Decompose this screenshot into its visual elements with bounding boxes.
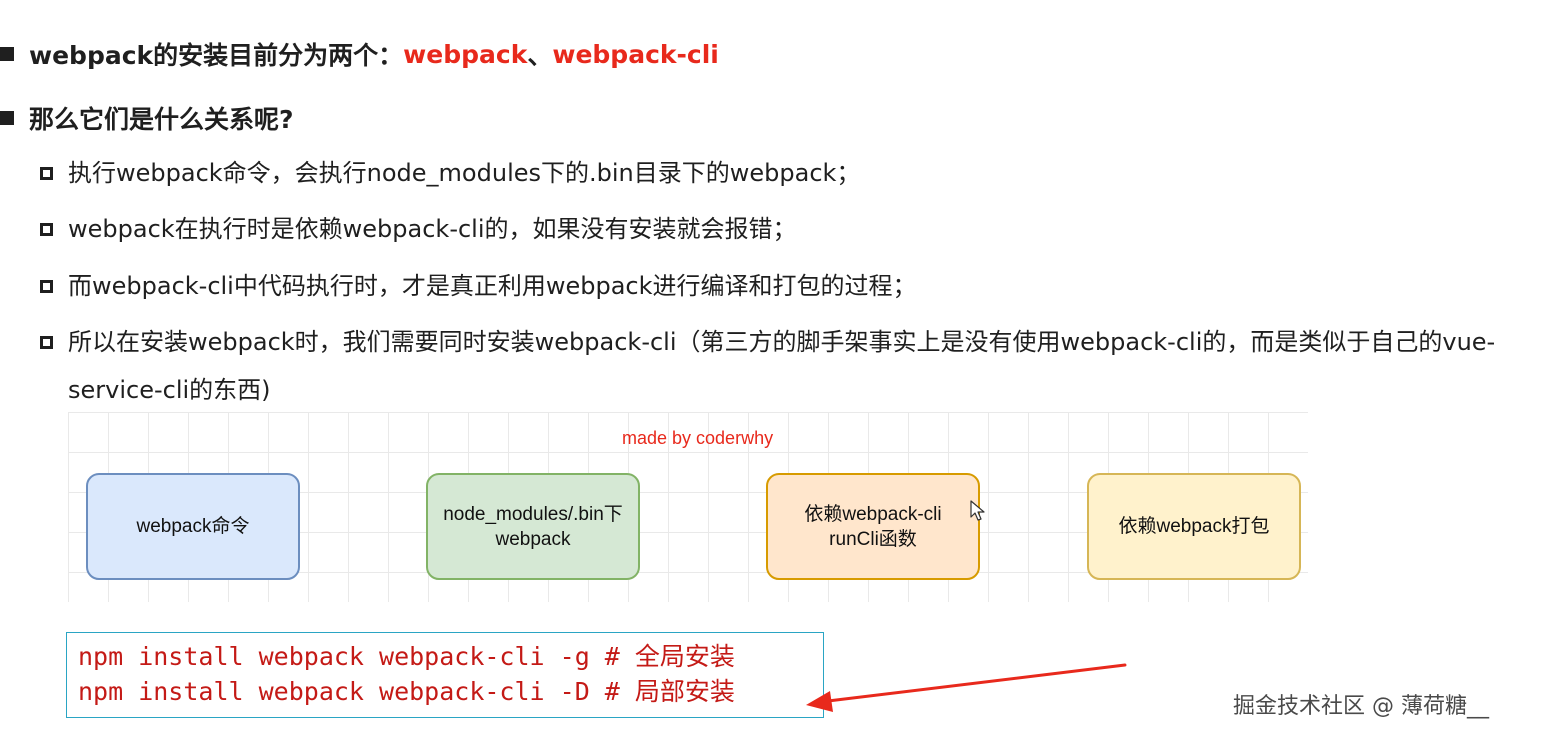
flow-diagram: made by coderwhy webpack命令 node_modules/…: [68, 412, 1308, 602]
mouse-cursor-icon: [970, 500, 985, 521]
code-line-global-install: npm install webpack webpack-cli -g # 全局安…: [78, 642, 735, 671]
hollow-square-icon: [40, 280, 53, 293]
sub-bullet-3: 而webpack-cli中代码执行时，才是真正利用webpack进行编译和打包的…: [40, 270, 917, 302]
bullet-text: webpack的安装目前分为两个：: [29, 41, 404, 70]
diagram-credit: made by coderwhy: [622, 428, 774, 448]
node-label: webpack命令: [136, 516, 250, 537]
arrow-icon: [806, 663, 1127, 712]
node-label: 依赖webpack-cli: [804, 503, 942, 525]
watermark: 掘金技术社区 @ 薄荷糖__: [1233, 694, 1489, 719]
bullet-webpack-install: webpack的安装目前分为两个： webpack 、 webpack-cli: [0, 36, 719, 72]
sub-bullet-4: 所以在安装webpack时，我们需要同时安装webpack-cli（第三方的脚手…: [40, 326, 1538, 414]
bullet-highlight-webpack: webpack: [403, 39, 528, 69]
node-webpack-cli-runcli: 依赖webpack-cli runCli函数: [766, 473, 980, 580]
bullet-relationship-question: 那么它们是什么关系呢?: [0, 100, 294, 136]
hollow-square-icon: [40, 336, 53, 349]
hollow-square-icon: [40, 167, 53, 180]
sub-bullet-text: 而webpack-cli中代码执行时，才是真正利用webpack进行编译和打包的…: [68, 272, 917, 300]
bullet-separator: 、: [527, 41, 553, 70]
node-label-line2: webpack: [495, 528, 571, 550]
bullet-square-icon: [0, 111, 14, 125]
sub-bullet-text: 所以在安装webpack时，我们需要同时安装webpack-cli（第三方的脚手…: [68, 328, 1496, 404]
sub-bullet-text: webpack在执行时是依赖webpack-cli的，如果没有安装就会报错；: [68, 215, 797, 243]
code-block: npm install webpack webpack-cli -g # 全局安…: [66, 632, 824, 718]
node-webpack-bundle: 依赖webpack打包: [1087, 473, 1301, 580]
node-label: node_modules/.bin下: [443, 503, 623, 525]
node-label: 依赖webpack打包: [1118, 516, 1270, 537]
sub-bullet-1: 执行webpack命令，会执行node_modules下的.bin目录下的web…: [40, 157, 860, 189]
hollow-square-icon: [40, 223, 53, 236]
sub-bullet-text: 执行webpack命令，会执行node_modules下的.bin目录下的web…: [68, 159, 861, 187]
bullet-square-icon: [0, 47, 14, 61]
sub-bullet-2: webpack在执行时是依赖webpack-cli的，如果没有安装就会报错；: [40, 213, 797, 245]
bullet-highlight-webpack-cli: webpack-cli: [552, 39, 719, 69]
node-label-line2: runCli函数: [829, 528, 917, 550]
code-line-local-install: npm install webpack webpack-cli -D # 局部安…: [78, 677, 735, 706]
node-bin-webpack: node_modules/.bin下 webpack: [426, 473, 640, 580]
bullet-text: 那么它们是什么关系呢?: [29, 105, 294, 134]
node-webpack-command: webpack命令: [86, 473, 300, 580]
